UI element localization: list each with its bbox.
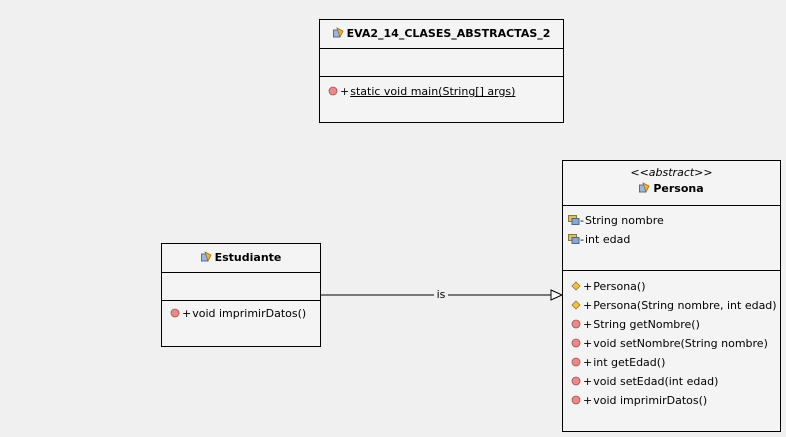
class-header: <<abstract>> Persona: [563, 161, 780, 205]
constructor-icon: [571, 278, 581, 291]
public-method-icon: [571, 316, 581, 329]
public-method-icon: [328, 83, 338, 96]
operation-row[interactable]: +Persona(): [563, 277, 780, 296]
attribute-row[interactable]: -String nombre: [563, 211, 780, 230]
operation-signature: String getNombre(): [593, 318, 700, 331]
class-icon: [332, 21, 344, 39]
private-field-icon: [568, 231, 580, 244]
operation-signature: void imprimirDatos(): [192, 307, 307, 320]
class-header: EVA2_14_CLASES_ABSTRACTAS_2: [320, 20, 563, 48]
operation-row[interactable]: +void setNombre(String nombre): [563, 334, 780, 353]
visibility-marker: +: [583, 394, 593, 407]
public-method-icon: [571, 373, 581, 386]
class-name: Persona: [653, 182, 704, 195]
operation-row[interactable]: +void imprimirDatos(): [563, 391, 780, 410]
operation-row[interactable]: +void imprimirDatos(): [162, 304, 320, 323]
class-icon: [200, 245, 212, 263]
visibility-marker: +: [583, 299, 593, 312]
class-icon: [639, 181, 650, 194]
visibility-marker: +: [583, 375, 593, 388]
attributes-section: [162, 272, 320, 300]
attribute-signature: String nombre: [584, 214, 664, 227]
visibility-marker: +: [182, 307, 192, 320]
class-box-persona[interactable]: <<abstract>> Persona -String nombre -int…: [562, 160, 781, 432]
operations-section: +static void main(String[] args): [320, 76, 563, 101]
visibility-marker: +: [340, 85, 350, 98]
operation-signature: Persona(): [593, 280, 646, 293]
operation-signature: void imprimirDatos(): [593, 394, 708, 407]
operation-row[interactable]: +void setEdad(int edad): [563, 372, 780, 391]
visibility-marker: +: [583, 337, 593, 350]
stereotype-label: <<abstract>>: [630, 166, 713, 179]
attribute-signature: int edad: [584, 233, 631, 246]
visibility-marker: -: [580, 233, 584, 246]
operation-row[interactable]: +String getNombre(): [563, 315, 780, 334]
public-method-icon: [571, 335, 581, 348]
visibility-marker: +: [583, 280, 593, 293]
constructor-icon: [571, 297, 581, 310]
operation-signature: int getEdad(): [593, 356, 666, 369]
operation-signature: Persona(String nombre, int edad): [593, 299, 777, 312]
operation-row[interactable]: +static void main(String[] args): [320, 82, 563, 101]
operation-signature: void setEdad(int edad): [593, 375, 719, 388]
public-method-icon: [170, 305, 180, 318]
operations-section: +void imprimirDatos(): [162, 300, 320, 323]
operations-section: +Persona() +Persona(String nombre, int e…: [563, 270, 780, 410]
public-method-icon: [571, 354, 581, 367]
class-box-estudiante[interactable]: Estudiante +void imprimirDatos(): [161, 243, 321, 347]
public-method-icon: [571, 392, 581, 405]
operation-signature: void setNombre(String nombre): [593, 337, 768, 350]
relation-label: is: [434, 288, 448, 302]
generalization-arrowhead: [550, 289, 564, 301]
private-field-icon: [568, 212, 580, 225]
class-header: Estudiante: [162, 244, 320, 272]
attribute-row[interactable]: -int edad: [563, 230, 780, 249]
operation-row[interactable]: +int getEdad(): [563, 353, 780, 372]
visibility-marker: -: [580, 214, 584, 227]
attributes-section: -String nombre -int edad: [563, 205, 780, 270]
class-name: EVA2_14_CLASES_ABSTRACTAS_2: [346, 27, 551, 40]
attributes-section: [320, 48, 563, 76]
class-name: Estudiante: [214, 251, 282, 264]
operation-row[interactable]: +Persona(String nombre, int edad): [563, 296, 780, 315]
class-box-main[interactable]: EVA2_14_CLASES_ABSTRACTAS_2 +static void…: [319, 19, 564, 123]
visibility-marker: +: [583, 318, 593, 331]
visibility-marker: +: [583, 356, 593, 369]
operation-signature: static void main(String[] args): [350, 85, 516, 98]
